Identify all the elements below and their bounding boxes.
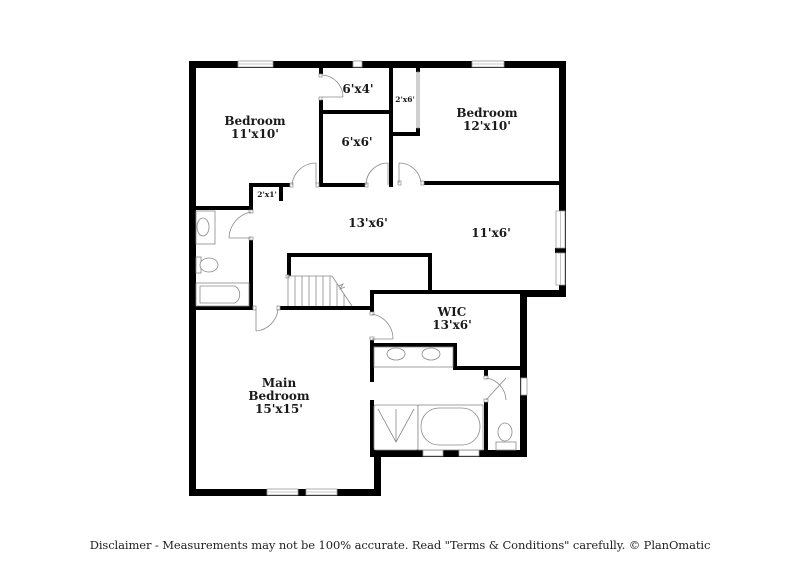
doors (228, 73, 507, 403)
master-bath-fixtures (373, 346, 517, 451)
room-labels: Bedroom 11'x10' Bedroom 12'x10' 6'x4' 6'… (224, 82, 517, 416)
door-master-bath[interactable] (369, 311, 394, 341)
bedroom-2-size: 11'x10' (231, 127, 279, 141)
sink-icon (386, 347, 406, 361)
bathtub-icon (420, 407, 481, 446)
closet-6x6-size: 6'x6' (341, 135, 372, 149)
main-bedroom-label-1: Main (262, 376, 297, 390)
door-bedroom-3[interactable] (397, 162, 425, 186)
windows (237, 60, 566, 496)
door-hall-bath[interactable] (228, 209, 254, 241)
sink-icon (421, 347, 441, 361)
door-bedroom-2[interactable] (289, 162, 320, 188)
bathtub-icon (199, 285, 241, 304)
door-closet-6x6[interactable] (364, 162, 389, 188)
bedroom-3-label: Bedroom (456, 106, 517, 120)
bedroom-3-size: 12'x10' (463, 119, 511, 133)
toilet-icon (199, 257, 219, 273)
door-closet-6x4[interactable] (318, 73, 344, 101)
wic-label: WIC (437, 305, 467, 319)
closet-2x6-size: 2'x6' (395, 95, 415, 104)
hall-bath-fixtures (195, 210, 250, 307)
closet-6x4-size: 6'x4' (342, 82, 373, 96)
interior-walls (196, 61, 566, 457)
sink-icon (196, 217, 210, 237)
disclaimer-text: Disclaimer - Measurements may not be 100… (89, 538, 711, 552)
door-toilet-room[interactable] (483, 375, 507, 403)
door-main-bedroom[interactable] (252, 305, 281, 332)
toilet-icon (497, 422, 513, 442)
bedroom-2-label: Bedroom (224, 114, 285, 128)
linen-2x1-size: 2'x1' (257, 190, 277, 199)
hall-size: 13'x6' (348, 216, 388, 230)
main-bedroom-label-2: Bedroom (248, 389, 309, 403)
staircase (285, 274, 353, 307)
loft-size: 11'x6' (471, 226, 511, 240)
wic-size: 13'x6' (432, 318, 472, 332)
main-bedroom-size: 15'x15' (255, 402, 303, 416)
